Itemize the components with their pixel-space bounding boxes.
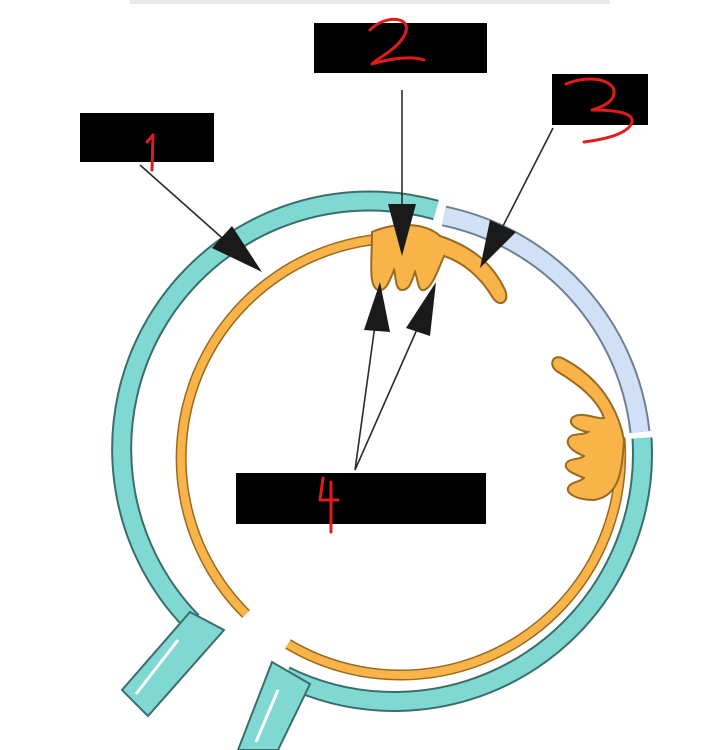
arrowhead-2 [388,204,416,256]
thin-segment [441,205,651,434]
leader-2 [388,90,416,256]
leader-3 [480,127,554,268]
handwritten-number-2 [368,17,426,66]
label-box-3 [552,74,648,125]
handwritten-number-3 [564,77,634,144]
arrowhead-3 [480,220,516,268]
handwritten-number-1 [145,133,155,172]
outer-wall [111,190,653,750]
label-box-4 [236,473,486,524]
arrowhead-1 [212,226,262,272]
inner-layer [175,223,627,681]
top-edge-strip [130,0,610,4]
arrowhead-4a [364,282,390,332]
inner-layer-left-arc [175,232,401,618]
handwritten-number-4 [318,476,340,534]
right-folds [551,356,626,502]
leader-1 [139,164,262,272]
label-box-2 [314,23,487,73]
arrowhead-4b [406,282,436,336]
label-box-1 [80,113,214,162]
left-duct [120,610,226,718]
leader-4 [354,282,436,471]
bottom-duct [236,660,312,750]
